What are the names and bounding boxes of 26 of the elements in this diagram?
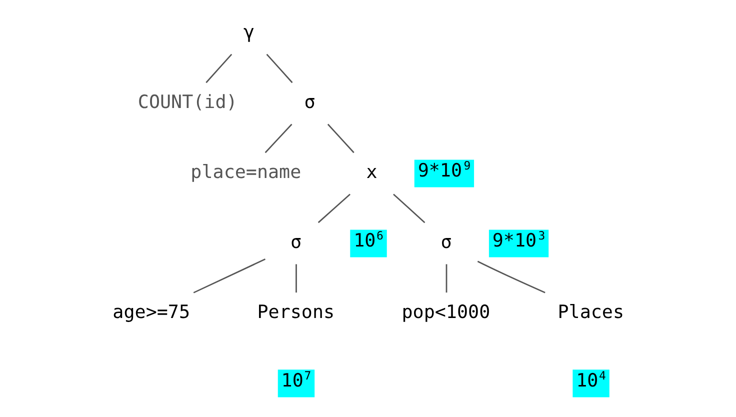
node-text: COUNT(id) xyxy=(137,92,237,113)
connector xyxy=(392,194,425,224)
node-text: Places xyxy=(557,302,624,323)
connector xyxy=(264,124,292,154)
node-text: place=name xyxy=(190,162,301,183)
connector xyxy=(476,260,545,294)
node-text: σ xyxy=(290,232,302,253)
node-label: 9*10$^{9}$ xyxy=(417,158,470,182)
node-label: 10$^{7}$ xyxy=(280,368,311,392)
connector xyxy=(266,54,292,84)
connector xyxy=(205,54,232,84)
node-text: σ xyxy=(440,232,452,253)
node-text: γ xyxy=(242,22,254,43)
connector xyxy=(317,194,350,224)
node-label: 9*10$^{3}$ xyxy=(492,228,545,252)
connector xyxy=(445,264,447,293)
connector xyxy=(326,124,354,154)
connector xyxy=(192,258,266,294)
node-text: pop<1000 xyxy=(401,302,490,323)
node-text: Persons xyxy=(256,302,334,323)
connector xyxy=(295,264,296,293)
node-text: σ xyxy=(304,92,315,113)
node-label: 10$^{6}$ xyxy=(353,228,383,252)
node-text: age>=75 xyxy=(112,302,190,323)
node-text: x xyxy=(366,162,377,183)
node-label: 10$^{4}$ xyxy=(576,368,606,392)
